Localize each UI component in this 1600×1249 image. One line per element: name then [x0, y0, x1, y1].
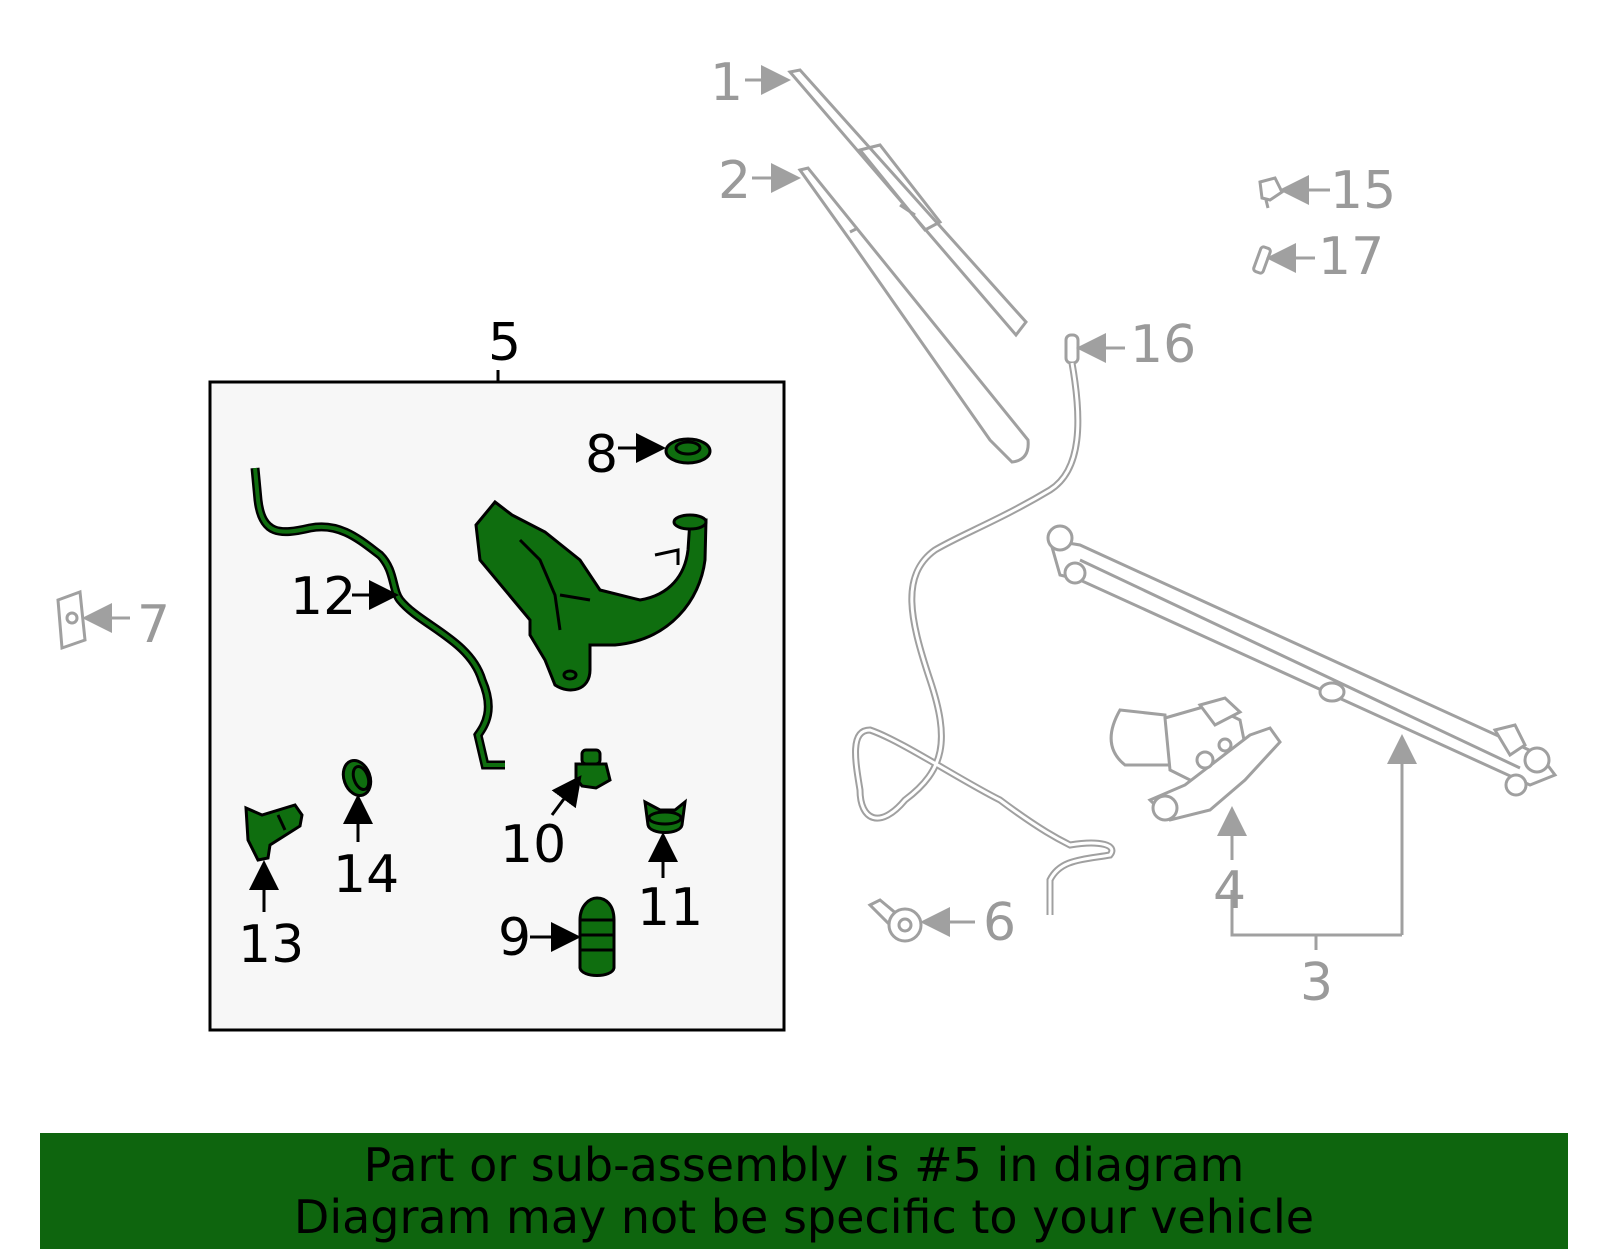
- clip-part: [56, 589, 87, 651]
- callout-12: 12: [290, 567, 356, 627]
- callout-14: 14: [333, 845, 399, 905]
- callout-13: 13: [238, 915, 304, 975]
- callout-10: 10: [500, 815, 566, 875]
- reservoir-cap-part: [664, 437, 712, 465]
- banner-line-2: Diagram may not be specific to your vehi…: [293, 1190, 1315, 1244]
- callout-16: 16: [1130, 315, 1196, 375]
- gray-leaders: [82, 65, 1417, 950]
- callout-9: 9: [498, 908, 531, 968]
- callout-11: 11: [637, 878, 703, 938]
- wiper-blade-part: [787, 68, 1028, 338]
- washer-reservoir-part: [474, 499, 708, 692]
- banner-line-1: Part or sub-assembly is #5 in diagram: [363, 1138, 1245, 1192]
- callout-5: 5: [488, 313, 521, 373]
- info-banner: Part or sub-assembly is #5 in diagram Di…: [40, 1133, 1568, 1249]
- callout-17: 17: [1318, 227, 1384, 287]
- black-leaders: [249, 433, 678, 952]
- wiper-arm-part: [797, 166, 1030, 464]
- bracket-part: [643, 798, 687, 834]
- callout-15: 15: [1330, 161, 1396, 221]
- wiper-linkage-part: [1046, 524, 1558, 797]
- washer-hose-part: [852, 333, 1116, 915]
- callout-8: 8: [585, 425, 618, 485]
- nozzle-part: [1258, 176, 1284, 209]
- fitting-part: [1252, 245, 1272, 275]
- washer-pump-connector-part: [244, 803, 304, 862]
- callout-2: 2: [718, 151, 751, 211]
- callout-3: 3: [1300, 953, 1333, 1013]
- wiper-motor-part: [1109, 696, 1282, 822]
- callout-1: 1: [710, 53, 743, 113]
- assembly-5-box: 5: [208, 313, 786, 1032]
- callout-7: 7: [137, 595, 170, 655]
- callout-6: 6: [983, 893, 1016, 953]
- washer-pump-part: [578, 896, 616, 977]
- grommet-part: [574, 748, 612, 790]
- callout-4: 4: [1213, 861, 1246, 921]
- screw-part: [867, 898, 923, 943]
